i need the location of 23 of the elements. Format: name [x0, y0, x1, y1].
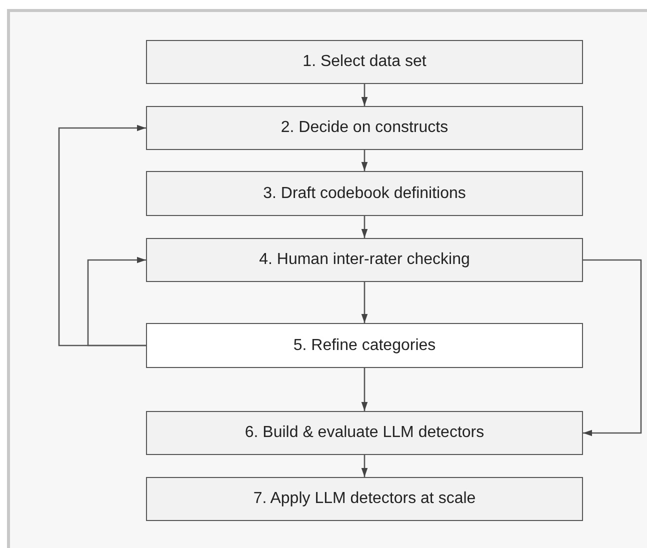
arrow [58, 124, 146, 346]
arrow [361, 282, 368, 323]
process-box [146, 238, 583, 282]
arrow [361, 216, 368, 238]
step-label: 7. Apply LLM detectors at scale [253, 490, 476, 508]
step-label: 5. Refine categories [293, 336, 436, 354]
arrow [361, 368, 368, 411]
step-label: 4. Human inter-rater checking [259, 251, 470, 269]
process-box [146, 323, 583, 368]
process-box [146, 106, 583, 150]
arrow [361, 150, 368, 171]
step-label: 3. Draft codebook definitions [263, 184, 466, 202]
process-box [146, 40, 583, 84]
process-box [146, 171, 583, 216]
step-label: 1. Select data set [302, 53, 426, 71]
step-label: 2. Decide on constructs [280, 119, 448, 137]
arrow [87, 256, 146, 346]
process-box [146, 411, 583, 455]
step-label: 6. Build & evaluate LLM detectors [244, 424, 484, 442]
arrow [361, 84, 368, 106]
process-box [146, 477, 583, 521]
arrow [361, 455, 368, 477]
arrow [583, 259, 642, 436]
